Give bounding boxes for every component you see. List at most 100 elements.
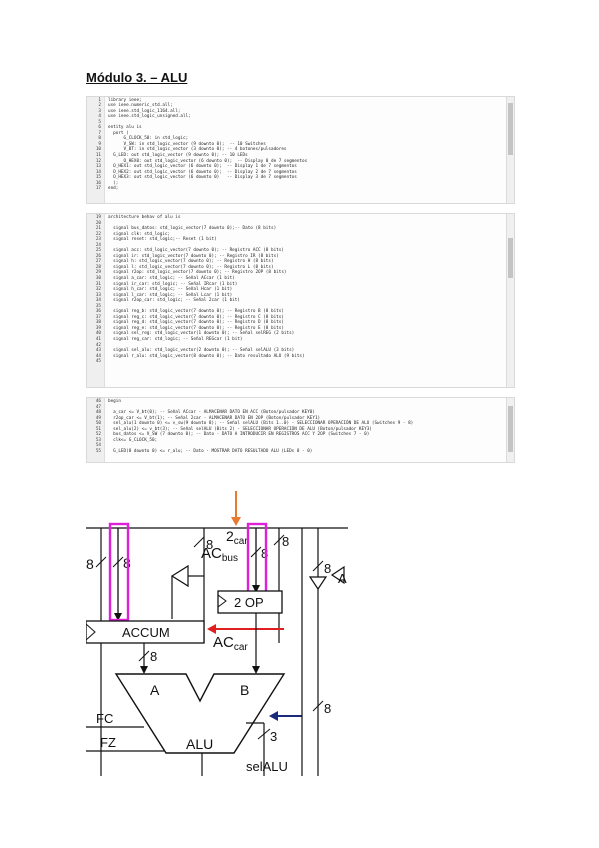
code-text: signal h: std_logic_vector(7 downto 0); … <box>108 259 274 265</box>
scrollbar[interactable] <box>506 97 514 203</box>
code-text: r2op_car <= V_bt(1); -- Señal 2car - ALM… <box>108 415 321 421</box>
arrow-head <box>140 666 148 674</box>
code-line: 44 signal r_alu: std_logic_vector(8 down… <box>87 354 514 360</box>
register-2op <box>217 590 283 614</box>
bus-width-label: 8 <box>261 546 268 561</box>
clock-edge-accum <box>86 623 96 641</box>
red-arrow-head <box>207 624 216 634</box>
code-line: 9 V_SW: in std_logic_vector (9 downto 0)… <box>87 142 514 148</box>
line-number: 6 <box>98 125 101 131</box>
arrow-head <box>252 585 260 593</box>
line-number: 35 <box>95 303 101 309</box>
code-text: ); <box>108 180 119 186</box>
line-number: 11 <box>95 152 101 158</box>
bus-tick <box>138 650 150 662</box>
line-number: 49 <box>95 415 101 421</box>
code-text: signal h_car: std_logic; -- Señal Hcar (… <box>108 287 233 293</box>
code-line: 37 signal reg_c: std_logic_vector(7 down… <box>87 315 514 321</box>
code-line: 6 entity alu is <box>87 125 514 131</box>
line-number: 27 <box>95 259 101 265</box>
code-line: 8 G_CLOCK_50: in std_logic; <box>87 136 514 142</box>
acbus-label: ACbus <box>201 545 238 564</box>
line-number: 50 <box>95 421 101 427</box>
code-line: 39 signal reg_e: std_logic_vector(7 down… <box>87 326 514 332</box>
code-text: use ieee.numeric_std.all; <box>108 103 173 109</box>
scrollbar[interactable] <box>506 398 514 462</box>
code-text: use ieee.std_logic_unsigned.all; <box>108 114 191 120</box>
bus-width-label: 8 <box>282 534 289 549</box>
line-number: 28 <box>95 264 101 270</box>
selalu-label: selALU <box>246 759 288 774</box>
line-number: 45 <box>95 359 101 365</box>
code-line: 45 <box>87 359 514 365</box>
code-line: 42 <box>87 343 514 349</box>
line-number: 7 <box>98 130 101 136</box>
far-right-letter: A <box>338 571 347 586</box>
code-text: signal bus_datos: std_logic_vector(7 dow… <box>108 226 277 232</box>
line-number: 55 <box>95 448 101 454</box>
tristate-buffer-far-right <box>330 565 345 585</box>
code-line: 43 signal sel_alu: std_logic_vector(2 do… <box>87 348 514 354</box>
left-bus-tick <box>95 556 107 568</box>
tristate-buffer-right <box>308 576 328 591</box>
code-text: signal ir_car: std_logic; -- Señal IRcar… <box>108 281 238 287</box>
code-line: 7 port ( <box>87 131 514 137</box>
code-text: port ( <box>108 130 129 136</box>
code-line: 33 signal l_car: std_logic; -- Señal Lca… <box>87 293 514 299</box>
line-number: 1 <box>98 97 101 103</box>
code-line: 35 <box>87 304 514 310</box>
bus-width-label: 8 <box>324 561 331 576</box>
code-text: signal reset: std_logic;-- Reset (1 bit) <box>108 237 217 243</box>
code-text: end; <box>108 186 119 192</box>
code-line: 55 G_LED(8 downto 0) <= r_alu; -- Dato -… <box>87 449 514 455</box>
code-line: 53 clk<= G_CLOCK_50; <box>87 438 514 444</box>
bus-width-label: 8 <box>150 649 157 664</box>
alu-label: ALU <box>186 736 213 752</box>
bus-tick <box>312 560 324 572</box>
line-number: 30 <box>95 276 101 282</box>
scrollbar[interactable] <box>506 214 514 387</box>
code-text: G_CLOCK_50: in std_logic; <box>108 136 189 142</box>
line-number: 32 <box>95 287 101 293</box>
code-line: 5 <box>87 120 514 126</box>
line-number: 15 <box>95 175 101 181</box>
code-text: sel_alu(2) <= v_bt(3); -- Señal selALU (… <box>108 426 372 432</box>
line-number: 31 <box>95 281 101 287</box>
accar-label: ACcar <box>213 634 248 653</box>
code-line: 28 signal l: std_logic_vector(7 downto 0… <box>87 265 514 271</box>
line-number: 16 <box>95 180 101 186</box>
line-number: 3 <box>98 108 101 114</box>
arrow-head <box>114 613 122 621</box>
line-number: 25 <box>95 248 101 254</box>
bus-tick <box>312 700 324 712</box>
line-number: 54 <box>95 443 101 449</box>
code-line: 23 signal reset: std_logic;-- Reset (1 b… <box>87 237 514 243</box>
code-text: signal clk: std_logic; <box>108 231 171 237</box>
line-number: 24 <box>95 242 101 248</box>
line-number-gutter <box>87 97 105 203</box>
buffer-tick <box>193 536 205 548</box>
code-line: 12 O_HEX0: out std_logic_vector (6 downt… <box>87 159 514 165</box>
accum-label: ACCUM <box>122 625 170 640</box>
bus-width-label: 8 <box>324 701 331 716</box>
code-text: entity alu is <box>108 125 142 131</box>
right-bus-tick <box>273 534 285 546</box>
line-number-gutter <box>87 214 105 387</box>
code-text: signal reg_d: std_logic_vector(7 downto … <box>108 320 284 326</box>
code-text: G_LED: out std_logic_vector (9 downto 0)… <box>108 152 248 158</box>
code-text: sel_alu(1 downto 0) <= v_sw(9 downto 8);… <box>108 421 414 427</box>
code-text: V_SW: in std_logic_vector (9 downto 0); … <box>108 141 266 147</box>
code-text: signal ir: std_logic_vector(7 downto 0);… <box>108 253 279 259</box>
code-line: 10 V_BT: in std_logic_vector (3 downto 0… <box>87 147 514 153</box>
clock-edge-2op <box>217 594 227 608</box>
code-line: 26 signal ir: std_logic_vector(7 downto … <box>87 254 514 260</box>
line-number-gutter <box>87 398 105 462</box>
register-accum <box>86 620 205 644</box>
line-number: 44 <box>95 353 101 359</box>
line-number: 22 <box>95 231 101 237</box>
code-line: 27 signal h: std_logic_vector(7 downto 0… <box>87 259 514 265</box>
two-op-label: 2 OP <box>234 595 264 610</box>
